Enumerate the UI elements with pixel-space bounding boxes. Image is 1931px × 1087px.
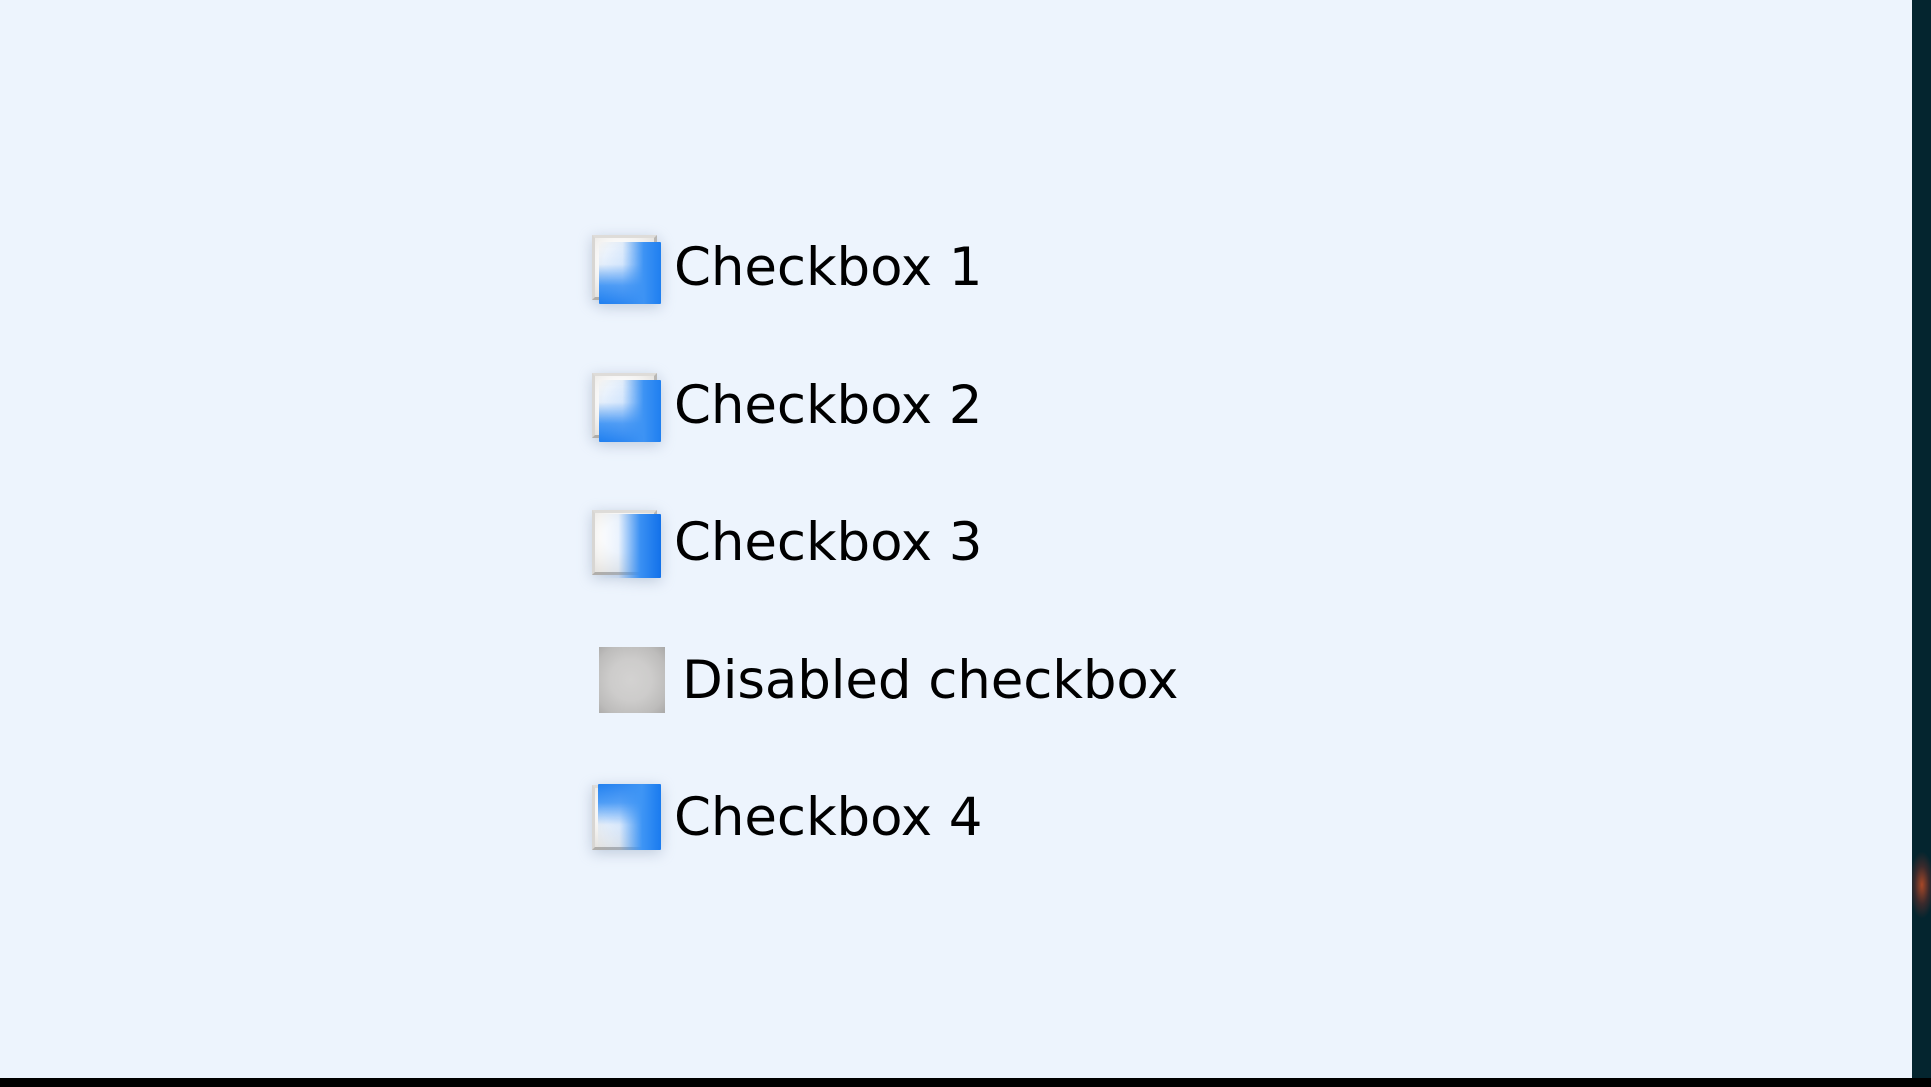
checkbox-label-3[interactable]: Checkbox 3	[674, 511, 983, 573]
checkbox-label-4[interactable]: Checkbox 4	[674, 786, 983, 848]
window-bottom-edge	[0, 1078, 1931, 1087]
checkbox-label-disabled: Disabled checkbox	[682, 649, 1179, 711]
checkbox-input-4[interactable]	[592, 783, 661, 850]
checkbox-input-disabled	[599, 647, 665, 713]
checkbox-row-3[interactable]: Checkbox 3	[592, 507, 983, 578]
checkbox-input-1[interactable]	[592, 234, 661, 304]
checkbox-row-2[interactable]: Checkbox 2	[592, 370, 983, 442]
checkbox-label-2[interactable]: Checkbox 2	[674, 374, 983, 436]
checkbox-row-1[interactable]: Checkbox 1	[592, 232, 983, 304]
checkbox-input-3[interactable]	[592, 509, 661, 578]
checkbox-row-disabled: Disabled checkbox	[599, 645, 1178, 715]
checkbox-row-4[interactable]: Checkbox 4	[592, 782, 983, 852]
window-right-edge	[1912, 0, 1931, 1087]
checkbox-label-1[interactable]: Checkbox 1	[674, 236, 983, 298]
checkbox-input-2[interactable]	[592, 372, 661, 442]
